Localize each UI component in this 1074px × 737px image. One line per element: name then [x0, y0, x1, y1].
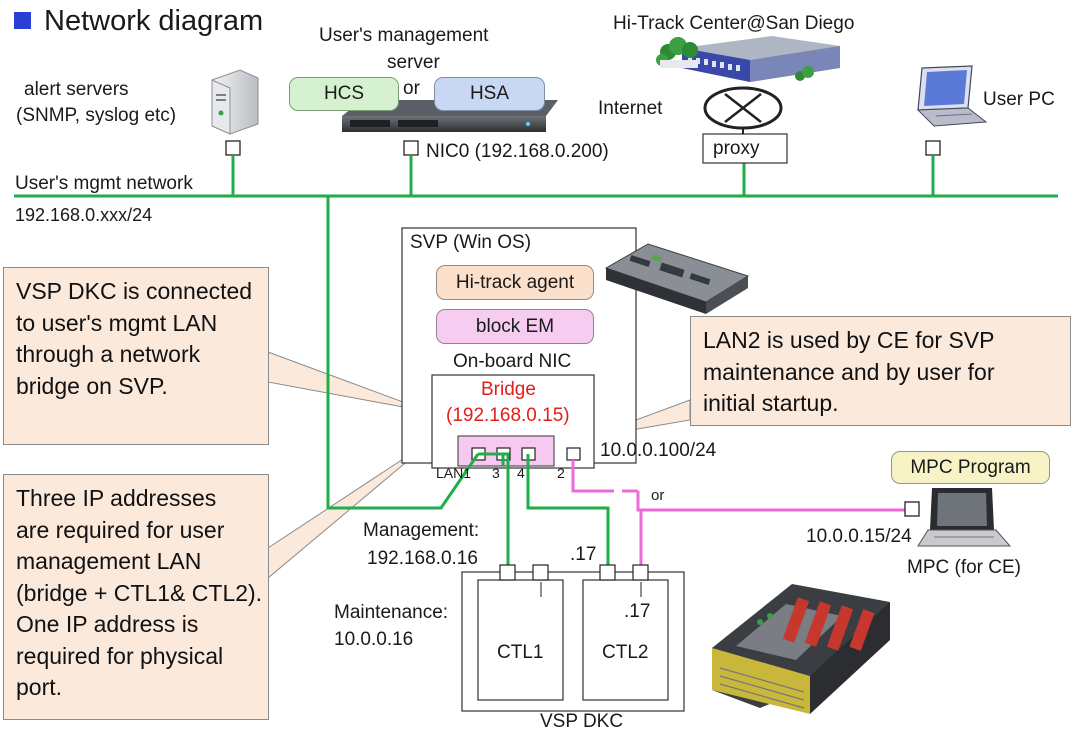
mpc-ip-label: 10.0.0.15/24: [806, 526, 912, 547]
hitrack-center-building-icon: [656, 36, 840, 82]
vsp-dkc-hardware-icon: [712, 584, 890, 714]
lan2-ip-label: 10.0.0.100/24: [600, 440, 717, 461]
mpc-laptop-icon: [917, 488, 1012, 547]
user-pc-label: User PC: [983, 89, 1055, 110]
user-pc-laptop-icon: [916, 65, 988, 127]
mgmt-network-lines: [14, 156, 1058, 572]
dkc-management-ip: 192.168.0.16: [367, 548, 478, 569]
mgmt-server-label-2: server: [387, 52, 440, 73]
ctl1-label: CTL1: [497, 642, 544, 663]
bridge-label: Bridge: [481, 379, 536, 400]
proxy-box: [702, 133, 788, 164]
svp-port-2: [566, 447, 581, 461]
ctl2-mgmt-ip: .17: [570, 544, 597, 565]
mpc-label: MPC (for CE): [907, 557, 1021, 578]
onboard-nic-label: On-board NIC: [453, 351, 572, 372]
svp-server-icon: [604, 243, 750, 314]
bridge-ip-label: (192.168.0.15): [446, 405, 570, 426]
port-3-label: 3: [492, 465, 500, 481]
alert-server-port: [225, 140, 241, 156]
ctl2-port-maint: [632, 564, 649, 581]
bridge-callout: VSP DKC is connected to user's mgmt LAN …: [3, 267, 269, 445]
ctl1-port-maint: [532, 564, 549, 581]
hitrack-agent-box: Hi-track agent: [436, 265, 594, 300]
mpc-or-label: or: [651, 487, 665, 504]
user-pc-port: [925, 140, 941, 156]
dkc-maintenance-label: Maintenance:: [334, 602, 449, 623]
port-4-label: 4: [517, 465, 525, 481]
port-2-label: 2: [557, 465, 565, 481]
mpc-program-box: MPC Program: [891, 451, 1050, 484]
hsa-badge: HSA: [434, 77, 545, 111]
mgmt-server-label-1: User's management: [319, 25, 489, 46]
dkc-management-label: Management:: [363, 520, 480, 541]
maintenance-network-lines: [571, 460, 906, 572]
nic0-label: NIC0 (192.168.0.200): [426, 141, 609, 162]
mgmt-subnet-label: 192.168.0.xxx/24: [15, 205, 153, 225]
alert-servers-sub-label: (SNMP, syslog etc): [16, 105, 177, 126]
port-lan1-label: LAN1: [436, 465, 472, 481]
mpc-port: [904, 501, 920, 517]
nic0-port: [403, 140, 419, 156]
proxy-label: proxy: [713, 138, 760, 159]
ctl2-port-mgmt: [599, 564, 616, 581]
hcs-badge: HCS: [289, 77, 399, 111]
vsp-dkc-label: VSP DKC: [540, 711, 624, 732]
lan2-callout: LAN2 is used by CE for SVP maintenance a…: [690, 316, 1071, 426]
block-em-box: block EM: [436, 309, 594, 344]
svp-title: SVP (Win OS): [410, 232, 532, 253]
ctl1-box: [477, 579, 564, 701]
internet-label: Internet: [598, 98, 663, 119]
ctl2-box: [582, 579, 669, 701]
mgmt-network-label: User's mgmt network: [15, 173, 193, 194]
ctl1-port-mgmt: [499, 564, 516, 581]
hitrack-center-label: Hi-Track Center@San Diego: [613, 13, 855, 34]
internet-router-icon: [703, 86, 783, 134]
alert-server-icon: [211, 69, 259, 135]
ip-requirements-callout: Three IP addresses are required for user…: [3, 474, 269, 720]
alert-servers-label: alert servers: [24, 79, 129, 100]
ctl2-maint-ip: .17: [624, 601, 651, 622]
page-title: Network diagram: [44, 5, 264, 37]
title-bullet-icon: [14, 12, 31, 29]
ctl2-label: CTL2: [602, 642, 649, 663]
or-top-label: or: [403, 78, 420, 99]
dkc-maintenance-ip: 10.0.0.16: [334, 629, 414, 650]
